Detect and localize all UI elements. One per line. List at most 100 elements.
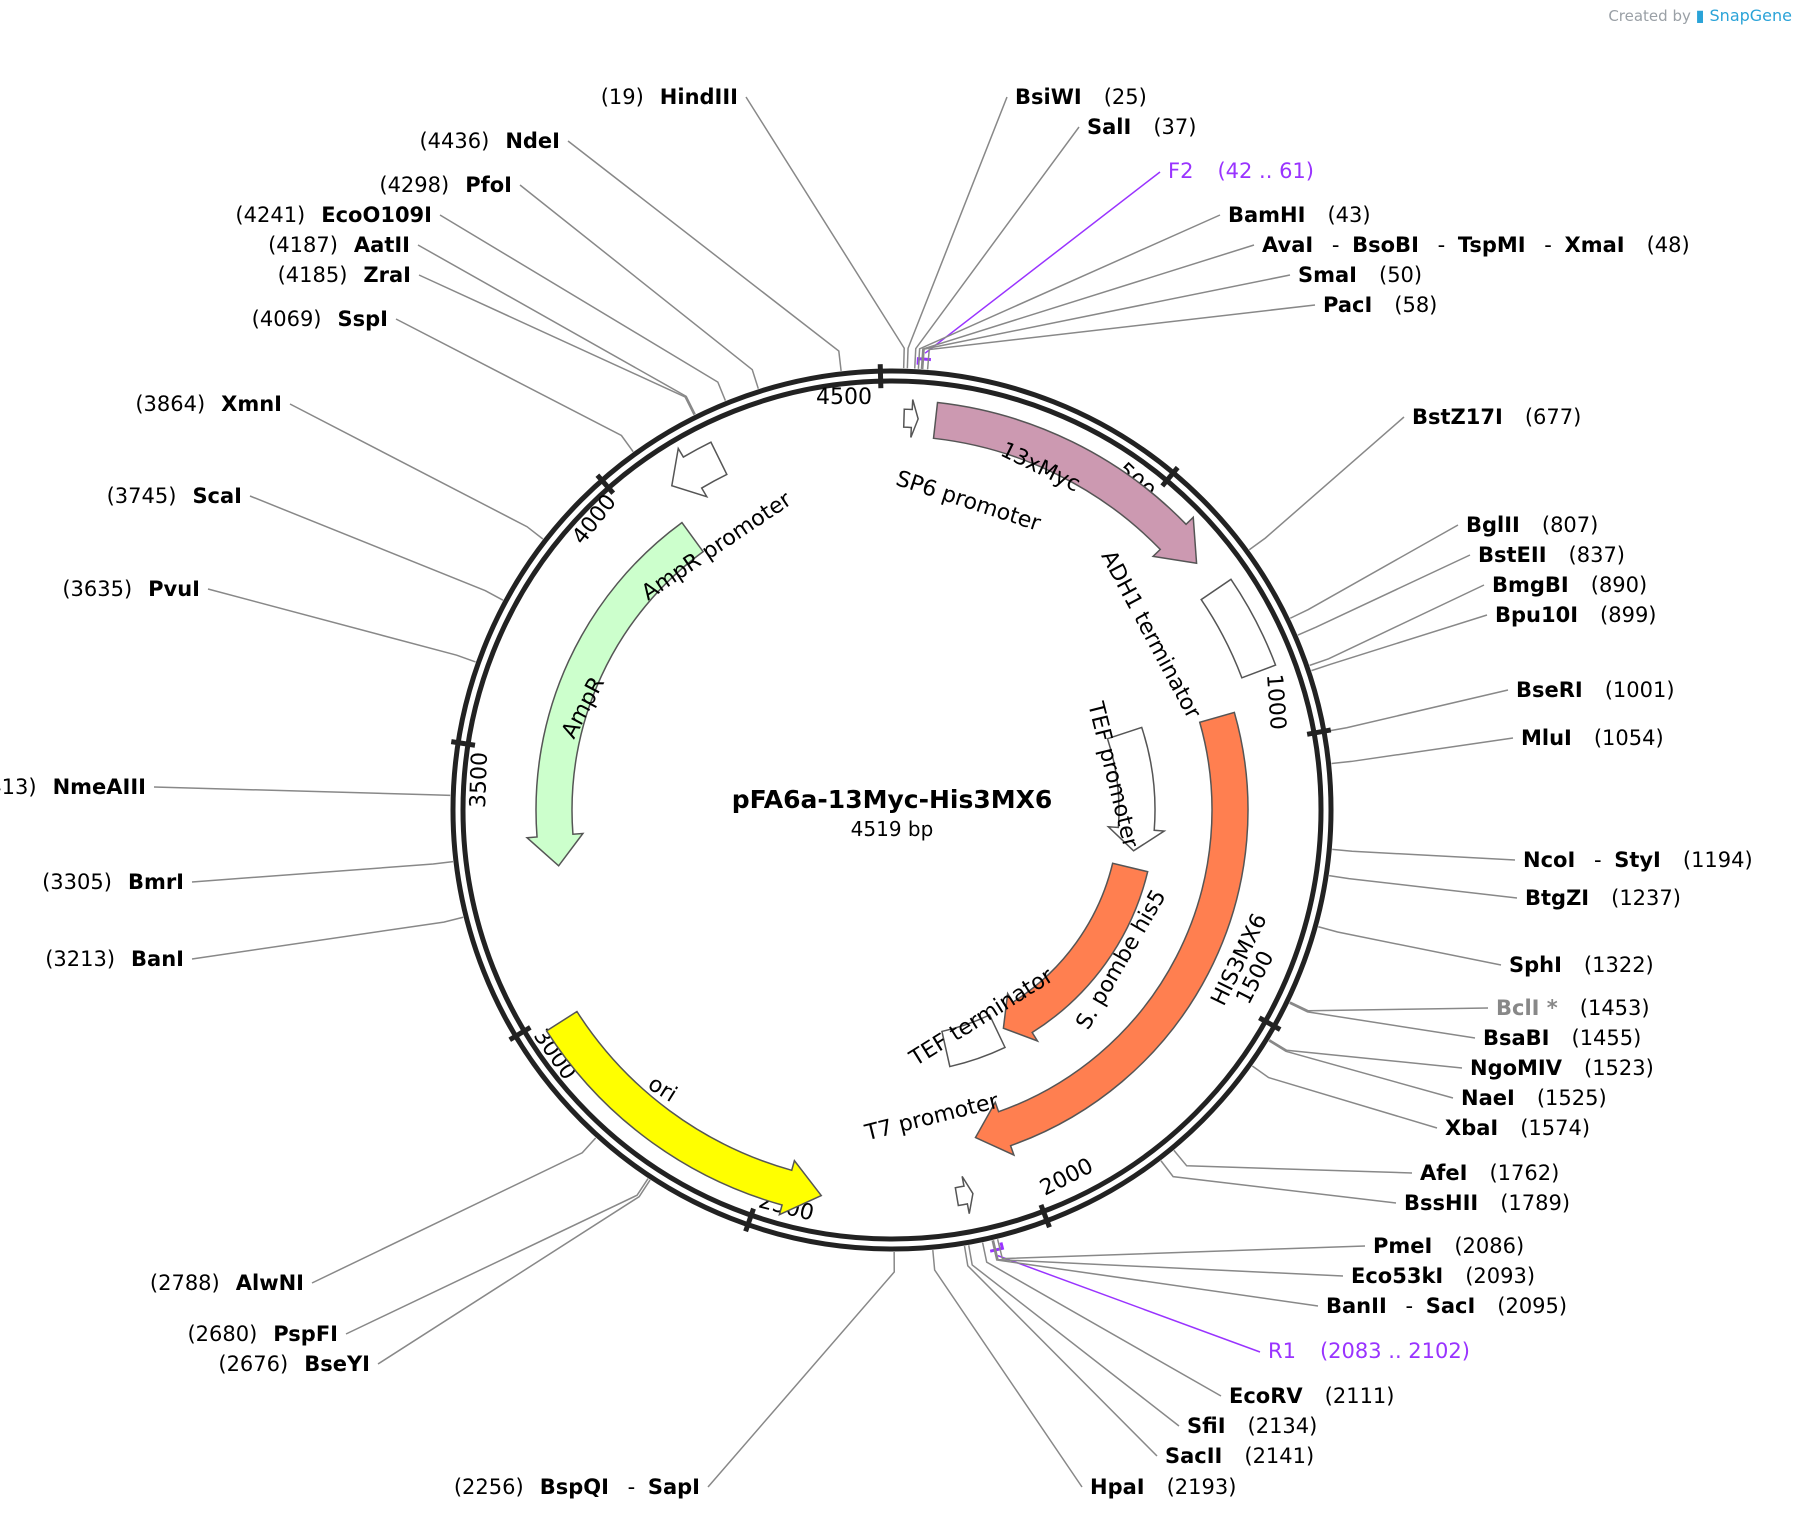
site-label: (3864) XmnI (135, 392, 282, 416)
site-position: (2134) (1248, 1414, 1318, 1438)
site-leader-line (991, 1240, 1319, 1307)
site-position: (2788) (150, 1271, 220, 1295)
enzyme-name: AvaI (1262, 233, 1313, 257)
site-label: SmaI(50) (1298, 263, 1422, 287)
site-leader-line (519, 184, 760, 389)
enzyme-separator: - (1538, 233, 1559, 257)
enzyme-name: TspMI (1458, 233, 1526, 257)
site-label: (2676) BseYI (218, 1352, 370, 1376)
site-leader-line (311, 1137, 597, 1284)
site-position: (58) (1394, 293, 1437, 317)
enzyme-name: BclI * (1496, 996, 1558, 1020)
site-leader-line (417, 244, 696, 415)
site-label: SalI(37) (1087, 115, 1196, 139)
site-label: (4185)ZraI (278, 263, 411, 287)
site-leader-line (996, 1239, 1366, 1260)
enzyme-name: ScaI (192, 484, 242, 508)
tick-mark (508, 1025, 532, 1042)
site-leader-line (439, 214, 727, 401)
enzyme-name: BstZ17I (1412, 405, 1503, 429)
enzyme-name: NaeI (1461, 1086, 1515, 1110)
site-leader-line (1173, 1149, 1413, 1174)
feature-label-sp6-promoter: SP6 promoter (893, 466, 1045, 537)
tick-label: 4500 (816, 385, 872, 410)
site-leader-line (191, 860, 454, 883)
site-label: BstEII(837) (1478, 543, 1625, 567)
enzyme-separator: - (1587, 848, 1608, 872)
enzyme-separator: - (621, 1475, 642, 1499)
site-leader-line (1328, 874, 1518, 899)
plasmid-name: pFA6a-13Myc-His3MX6 (732, 785, 1053, 814)
site-label: NcoI - StyI(1194) (1523, 848, 1753, 872)
site-label: AfeI(1762) (1420, 1161, 1559, 1185)
tick-label: 3500 (466, 752, 493, 809)
site-position: (43) (1327, 203, 1370, 227)
site-position: (4185) (278, 263, 348, 287)
enzyme-name: BmrI (128, 870, 184, 894)
site-label: (2680)PspFI (187, 1322, 338, 1346)
tick-label: 1000 (1261, 673, 1290, 731)
enzyme-name: BseRI (1516, 678, 1583, 702)
enzyme-separator: - (1431, 233, 1452, 257)
primer-name: R1 (1268, 1339, 1296, 1363)
feature-s-pombe-his5 (1002, 862, 1149, 1043)
primer-label-r1: R1(2083 .. 2102) (1268, 1339, 1470, 1363)
enzyme-name: NcoI (1523, 848, 1575, 872)
site-position: (899) (1600, 603, 1656, 627)
enzyme-name: BsoBI (1352, 233, 1419, 257)
site-leader-line (1311, 614, 1488, 672)
enzyme-name: NmeAIII (53, 775, 146, 799)
site-leader-line (567, 140, 842, 372)
site-leader-line (926, 304, 1316, 370)
site-leader-line (932, 1250, 1083, 1488)
site-label: (4187)AatII (268, 233, 410, 257)
site-label: BamHI(43) (1228, 203, 1371, 227)
site-position: (2676) (218, 1352, 288, 1376)
site-label: HpaI(2193) (1090, 1475, 1236, 1499)
tick-mark (595, 473, 616, 495)
site-leader-line (920, 244, 1255, 370)
site-position: (2095) (1497, 1294, 1567, 1318)
site-leader-line (1289, 1002, 1476, 1039)
site-leader-line (207, 588, 476, 663)
site-leader-line (289, 403, 544, 540)
site-position: (1237) (1611, 886, 1681, 910)
site-label: Bpu10I(899) (1495, 603, 1657, 627)
enzyme-separator: - (1325, 233, 1346, 257)
site-leader-line (1160, 1160, 1397, 1204)
enzyme-name: MluI (1521, 726, 1572, 750)
site-label: BmgBI(890) (1492, 573, 1647, 597)
site-label: Eco53kI(2093) (1351, 1264, 1535, 1288)
site-position: (3864) (135, 392, 205, 416)
site-label: XbaI(1574) (1445, 1116, 1590, 1140)
feature-tef-terminator (941, 1013, 1007, 1068)
enzyme-separator: - (1399, 1294, 1420, 1318)
site-label: BtgZI(1237) (1525, 886, 1681, 910)
site-position: (677) (1525, 405, 1581, 429)
tick-mark (1258, 1015, 1282, 1032)
site-position: (837) (1569, 543, 1625, 567)
site-position: (1789) (1500, 1191, 1570, 1215)
enzyme-name: XmnI (221, 392, 282, 416)
site-position: (4241) (235, 203, 305, 227)
feature-adh1-terminator (1200, 578, 1277, 679)
credit-brand: SnapGene (1709, 6, 1792, 25)
primer-leader-r1 (997, 1254, 1261, 1353)
site-label: (2256)BspQI - SapI (454, 1475, 700, 1499)
backbone-outer-ring (450, 368, 1334, 1252)
site-position: (2086) (1454, 1234, 1524, 1258)
site-position: (3745) (107, 484, 177, 508)
site-position: (2141) (1244, 1444, 1314, 1468)
enzyme-name: XbaI (1445, 1116, 1498, 1140)
enzyme-name: AlwNI (236, 1271, 304, 1295)
enzyme-name: BseYI (304, 1352, 370, 1376)
feature-t7-promoter (954, 1175, 974, 1214)
tick-mark (877, 364, 884, 389)
site-label: SacII(2141) (1165, 1444, 1314, 1468)
site-label: SphI(1322) (1509, 953, 1654, 977)
site-position: (807) (1542, 513, 1598, 537)
enzyme-name: SfiI (1187, 1414, 1226, 1438)
site-position: (3413) (0, 775, 37, 799)
backbone-inner-ring (460, 378, 1324, 1242)
